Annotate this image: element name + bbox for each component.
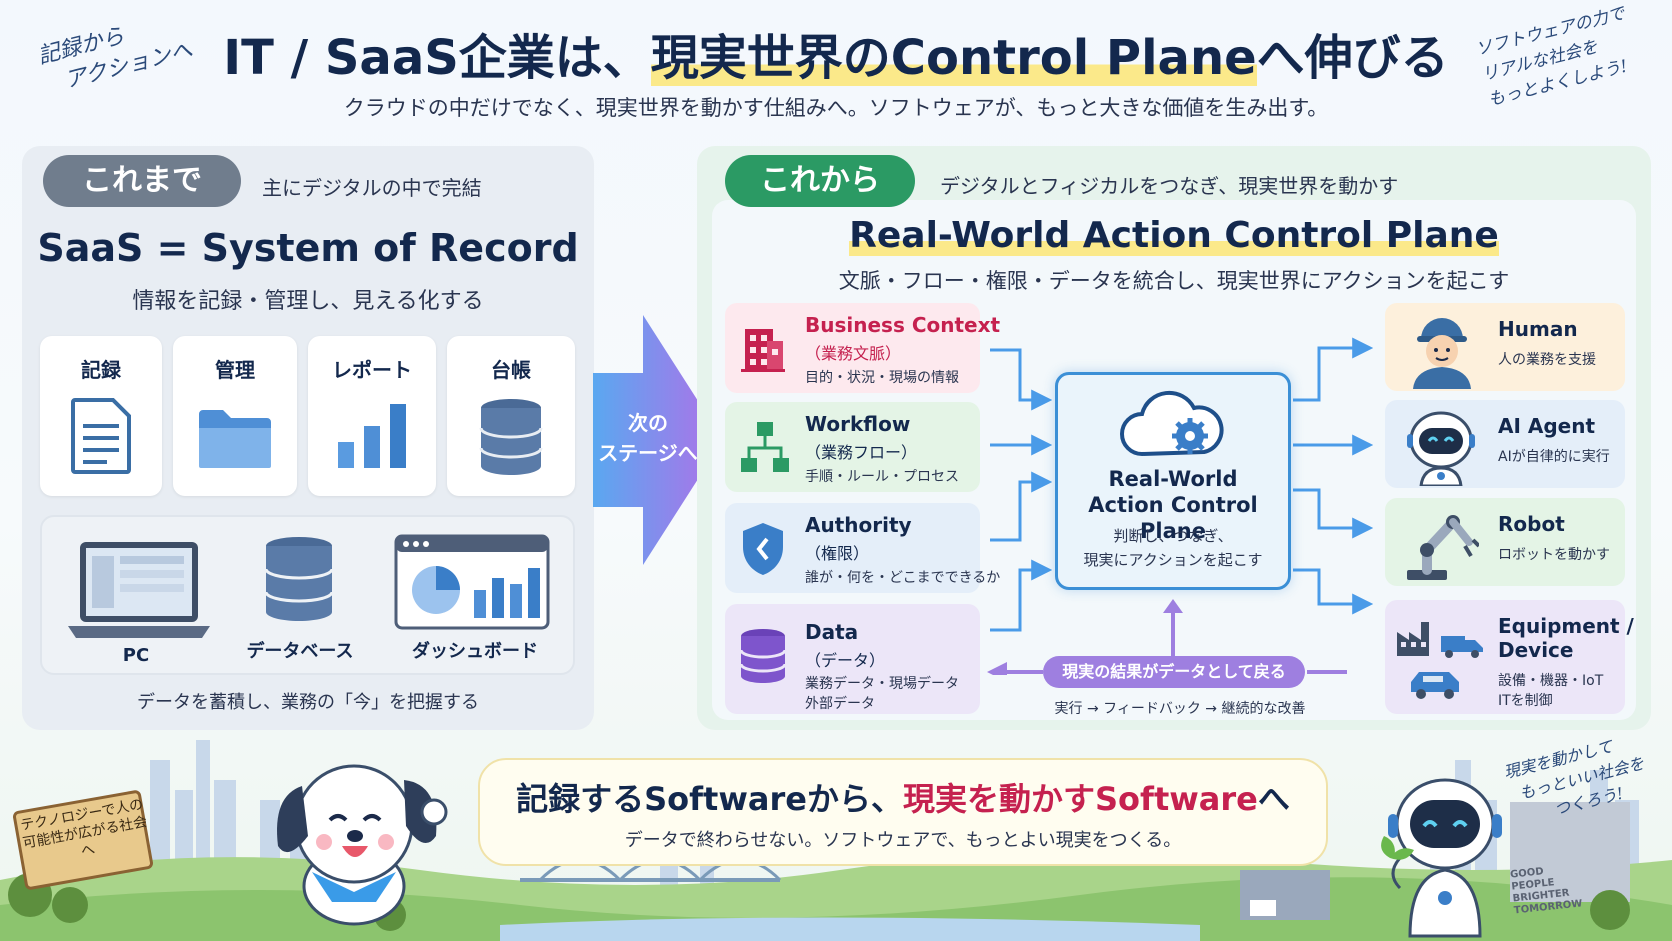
manage-card: 管理 xyxy=(173,336,297,496)
control-plane-heading-text: Real-World Action Control Plane xyxy=(849,215,1499,256)
tool-label: ダッシュボード xyxy=(412,641,538,662)
title-part3: へ伸びる xyxy=(1256,30,1449,86)
output-title: AI Agent xyxy=(1498,414,1596,438)
control-plane-heading: Real-World Action Control Plane xyxy=(712,215,1636,256)
city-scene xyxy=(0,740,1672,941)
card-label: 管理 xyxy=(215,358,255,382)
page-title: IT / SaaS企業は、現実世界のControl Planeへ伸びる xyxy=(0,18,1672,88)
database-icon xyxy=(479,399,543,475)
input-subtitle: （データ） xyxy=(805,651,886,670)
database-icon xyxy=(264,537,334,621)
legacy-note: 主にデジタルの中で完結 xyxy=(262,176,482,200)
input-desc: 誰が・何を・どこまでできるか xyxy=(805,570,1001,586)
title-highlight: 現実世界のControl Plane xyxy=(650,30,1257,86)
wall-lettering: GOOD PEOPLE BRIGHTER TOMORROW xyxy=(1510,863,1583,918)
arrow-line: 次の xyxy=(628,411,668,435)
business-context-card: Business Context （業務文脈） 目的・状況・現場の情報 xyxy=(725,303,1000,393)
output-title: Human xyxy=(1498,317,1578,341)
ledger-card: 台帳 xyxy=(447,336,575,496)
folder-icon xyxy=(199,410,271,468)
workflow-card: Workflow （業務フロー） 手順・ルール・プロセス xyxy=(725,402,980,492)
equipment-card: Equipment / Device 設備・機器・IoT ITを制御 xyxy=(1385,600,1634,714)
core-title: Real-World Action Control Plane xyxy=(1055,466,1291,544)
input-subtitle: （業務文脈） xyxy=(805,344,902,363)
output-subtitle: ITを制御 xyxy=(1498,693,1553,709)
document-icon xyxy=(71,398,131,474)
robot-card: Robot ロボットを動かす xyxy=(1385,498,1625,586)
future-pill: これから xyxy=(725,155,915,207)
ai-agent-card: AI Agent AIが自律的に実行 xyxy=(1385,400,1625,488)
card-label: レポート xyxy=(332,358,412,382)
input-subtitle: （権限） xyxy=(805,544,870,563)
input-title: Authority xyxy=(805,513,912,537)
title-part1: IT / SaaS企業は、 xyxy=(223,30,651,86)
cloud-gear-icon xyxy=(1120,390,1224,457)
output-title: Robot xyxy=(1498,512,1565,536)
legacy-footer: データを蓄積し、業務の「今」を把握する xyxy=(137,692,479,713)
factory-icon xyxy=(1397,622,1483,699)
control-plane-core xyxy=(1055,372,1291,590)
laptop-icon xyxy=(68,542,210,638)
input-desc: 業務データ・現場データ xyxy=(805,676,959,692)
next-stage-arrow xyxy=(593,315,723,565)
robot-icon xyxy=(1407,411,1475,486)
feedback-arrows xyxy=(987,599,1347,675)
building-icon xyxy=(741,329,785,372)
output-subtitle: ロボットを動かす xyxy=(1498,547,1610,563)
core-desc-line: 現実にアクションを起こす xyxy=(1083,551,1263,569)
closing-message: 記録するSoftwareから、現実を動かすSoftwareへ xyxy=(478,774,1328,820)
closing-bubble xyxy=(478,758,1328,866)
card-label: 台帳 xyxy=(491,358,531,382)
saas-subheading: 情報を記録・管理し、見える化する xyxy=(132,289,484,314)
input-desc: 手順・ルール・プロセス xyxy=(805,469,959,485)
input-connectors xyxy=(990,348,1053,632)
core-title-line: Real-World xyxy=(1108,467,1238,491)
output-title: Equipment / xyxy=(1498,614,1634,638)
input-desc: 目的・状況・現場の情報 xyxy=(805,370,959,386)
tool-label: PC xyxy=(122,645,150,666)
feedback-pill: 現実の結果がデータとして戻る xyxy=(1043,656,1305,688)
flow-icon xyxy=(741,422,789,472)
future-note: デジタルとフィジカルをつなぎ、現実世界を動かす xyxy=(940,174,1399,198)
output-subtitle: 人の業務を支援 xyxy=(1498,352,1596,368)
tool-label: データベース xyxy=(246,641,354,662)
input-desc: 外部データ xyxy=(805,696,875,712)
input-subtitle: （業務フロー） xyxy=(805,443,918,462)
card-label: 記録 xyxy=(81,358,121,382)
dashboard-icon xyxy=(394,534,550,630)
closing-part1: 記録するSoftwareから、 xyxy=(516,780,903,818)
feedback-note: 実行 → フィードバック → 継続的な改善 xyxy=(1054,701,1306,717)
core-desc-line: 判断し、つなぎ、 xyxy=(1113,527,1233,545)
page-subtitle: クラウドの中だけでなく、現実世界を動かす仕組みへ。ソフトウェアが、もっと大きな価… xyxy=(343,96,1329,120)
input-title: Workflow xyxy=(805,412,911,436)
core-desc: 判断し、つなぎ、 現実にアクションを起こす xyxy=(1055,524,1291,572)
output-connectors xyxy=(1293,337,1374,615)
output-title: Device xyxy=(1498,638,1574,662)
robot-arm-icon xyxy=(1407,515,1479,580)
core-title-line: Action Control Plane xyxy=(1088,493,1258,543)
saas-heading: SaaS = System of Record xyxy=(37,226,579,270)
dog-mascot xyxy=(277,764,448,926)
data-card: Data （データ） 業務データ・現場データ 外部データ xyxy=(725,604,980,714)
legacy-pill: これまで xyxy=(43,155,241,207)
input-title: Data xyxy=(805,620,859,644)
closing-part3: へ xyxy=(1257,780,1290,818)
output-subtitle: AIが自律的に実行 xyxy=(1498,449,1610,465)
robot-mascot xyxy=(1381,778,1502,938)
output-subtitle: 設備・機器・IoT xyxy=(1498,673,1604,689)
worker-icon xyxy=(1413,318,1471,389)
shield-icon xyxy=(743,523,783,575)
arrow-line: ステージへ xyxy=(598,441,698,465)
next-stage-label: 次の ステージへ xyxy=(598,408,698,468)
authority-card: Authority （権限） 誰が・何を・どこまでできるか xyxy=(725,503,1000,593)
record-card: 記録 xyxy=(40,336,162,496)
human-card: Human 人の業務を支援 xyxy=(1385,303,1625,391)
database-icon xyxy=(739,629,787,683)
report-card: レポート xyxy=(308,336,436,496)
input-title: Business Context xyxy=(805,313,1001,337)
closing-highlight: 現実を動かすSoftware xyxy=(902,780,1258,818)
control-plane-subheading: 文脈・フロー・権限・データを統合し、現実世界にアクションを起こす xyxy=(838,269,1510,293)
closing-submessage: データで終わらせない。ソフトウェアで、もっとよい現実をつくる。 xyxy=(624,830,1182,851)
bar-chart-icon xyxy=(338,404,406,468)
